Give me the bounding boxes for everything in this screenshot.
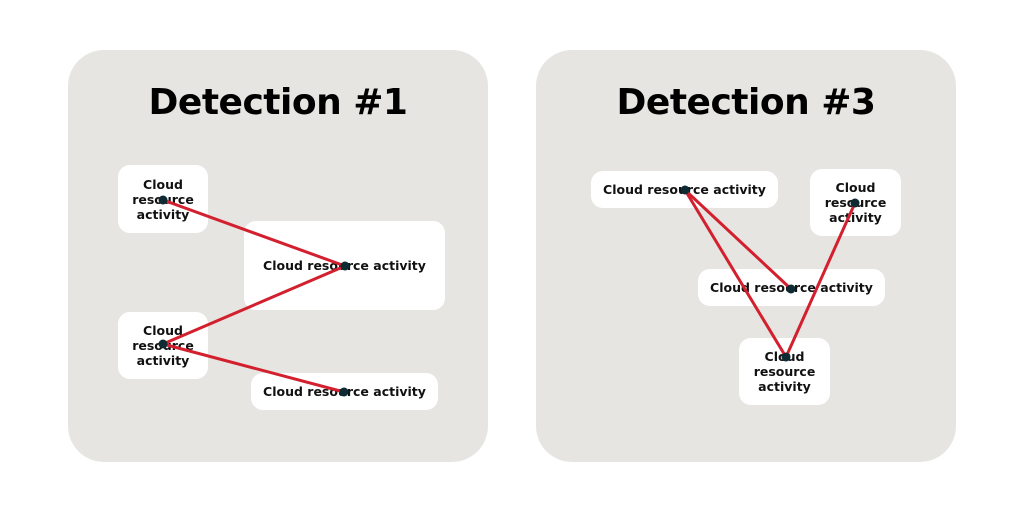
p1-node-1: Cloud resource activity: [118, 165, 208, 233]
p2-node-2: Cloud resource activity: [810, 169, 901, 236]
p2-node-3: Cloud resource activity: [698, 269, 885, 306]
p2-node-4: Cloud resource activity: [739, 338, 830, 405]
detection-3-title: Detection #3: [616, 82, 876, 123]
p2-node-1: Cloud resource activity: [591, 171, 778, 208]
p1-node-3: Cloud resource activity: [118, 312, 208, 379]
p1-node-4: Cloud resource activity: [251, 373, 438, 410]
p1-node-2: Cloud resource activity: [244, 221, 445, 310]
detection-1-title: Detection #1: [148, 82, 408, 123]
